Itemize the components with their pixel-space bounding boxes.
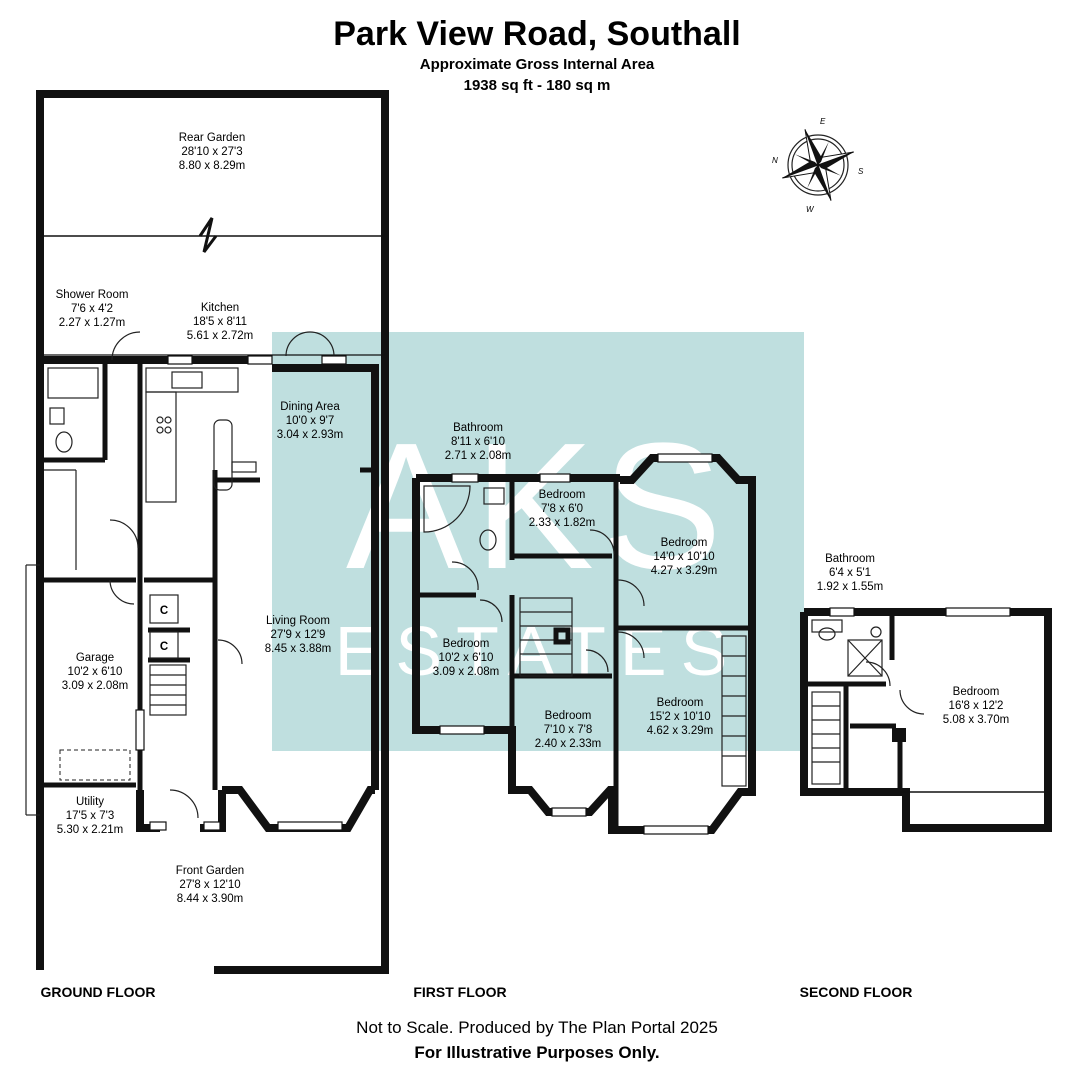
svg-text:8.44 x 3.90m: 8.44 x 3.90m xyxy=(177,893,243,905)
svg-text:6'4 x 5'1: 6'4 x 5'1 xyxy=(829,567,871,579)
compass-n: N xyxy=(772,156,778,165)
svg-text:18'5 x 8'11: 18'5 x 8'11 xyxy=(193,316,247,328)
floor-label-first: FIRST FLOOR xyxy=(413,984,506,1000)
svg-text:5.30 x 2.21m: 5.30 x 2.21m xyxy=(57,824,123,836)
svg-text:27'9 x 12'9: 27'9 x 12'9 xyxy=(271,629,326,641)
svg-text:2.71 x 2.08m: 2.71 x 2.08m xyxy=(445,450,511,462)
label-utility: Utility 17'5 x 7'3 5.30 x 2.21m xyxy=(57,796,123,836)
svg-text:Bedroom: Bedroom xyxy=(657,697,704,709)
ground-floor-plan xyxy=(25,90,389,974)
svg-text:1.92 x 1.55m: 1.92 x 1.55m xyxy=(817,581,883,593)
watermark-top: AKS xyxy=(346,406,730,607)
svg-text:Bedroom: Bedroom xyxy=(545,710,592,722)
compass-w: W xyxy=(806,205,815,214)
label-shower-room: Shower Room 7'6 x 4'2 2.27 x 1.27m xyxy=(56,289,129,329)
floor-label-second: SECOND FLOOR xyxy=(800,984,913,1000)
svg-text:8.80 x 8.29m: 8.80 x 8.29m xyxy=(179,160,245,172)
svg-text:5.08 x 3.70m: 5.08 x 3.70m xyxy=(943,714,1009,726)
label-bedroom-loft: Bedroom 16'8 x 12'2 5.08 x 3.70m xyxy=(943,686,1009,726)
cupboard-label-1: C xyxy=(160,605,168,617)
label-bedroom-front: Bedroom 15'2 x 10'10 4.62 x 3.29m xyxy=(647,697,713,737)
svg-text:Shower Room: Shower Room xyxy=(56,289,129,301)
svg-text:10'2 x 6'10: 10'2 x 6'10 xyxy=(439,652,494,664)
svg-text:3.04 x 2.93m: 3.04 x 2.93m xyxy=(277,429,343,441)
label-garage: Garage 10'2 x 6'10 3.09 x 2.08m xyxy=(62,652,128,692)
svg-text:4.62 x 3.29m: 4.62 x 3.29m xyxy=(647,725,713,737)
svg-text:7'8 x 6'0: 7'8 x 6'0 xyxy=(541,503,583,515)
svg-text:Bedroom: Bedroom xyxy=(443,638,490,650)
svg-text:8.45 x 3.88m: 8.45 x 3.88m xyxy=(265,643,331,655)
svg-text:3.09 x 2.08m: 3.09 x 2.08m xyxy=(433,666,499,678)
svg-text:Bathroom: Bathroom xyxy=(453,422,503,434)
cupboard-label-2: C xyxy=(160,641,168,653)
svg-text:10'0 x 9'7: 10'0 x 9'7 xyxy=(286,415,335,427)
compass-e: E xyxy=(820,117,826,126)
label-living-room: Living Room 27'9 x 12'9 8.45 x 3.88m xyxy=(265,615,331,655)
svg-text:3.09 x 2.08m: 3.09 x 2.08m xyxy=(62,680,128,692)
compass-icon: N E S W xyxy=(772,117,864,214)
watermark-panel xyxy=(272,332,804,751)
svg-text:8'11 x 6'10: 8'11 x 6'10 xyxy=(451,436,505,448)
label-front-garden: Front Garden 27'8 x 12'10 8.44 x 3.90m xyxy=(176,865,244,905)
svg-text:10'2 x 6'10: 10'2 x 6'10 xyxy=(68,666,123,678)
label-bedroom-left: Bedroom 10'2 x 6'10 3.09 x 2.08m xyxy=(433,638,499,678)
footer-illustrative: For Illustrative Purposes Only. xyxy=(414,1043,659,1062)
label-bathroom-second: Bathroom 6'4 x 5'1 1.92 x 1.55m xyxy=(817,553,883,593)
svg-text:14'0 x 10'10: 14'0 x 10'10 xyxy=(653,551,714,563)
svg-text:5.61 x 2.72m: 5.61 x 2.72m xyxy=(187,330,253,342)
svg-text:Front Garden: Front Garden xyxy=(176,865,244,877)
svg-text:Bedroom: Bedroom xyxy=(953,686,1000,698)
footer-disclaimer: Not to Scale. Produced by The Plan Porta… xyxy=(356,1018,718,1037)
svg-text:2.33 x 1.82m: 2.33 x 1.82m xyxy=(529,517,595,529)
label-bedroom-small: Bedroom 7'8 x 6'0 2.33 x 1.82m xyxy=(529,489,595,529)
svg-text:28'10 x 27'3: 28'10 x 27'3 xyxy=(181,146,242,158)
label-bathroom-first: Bathroom 8'11 x 6'10 2.71 x 2.08m xyxy=(445,422,511,462)
label-bedroom-rear: Bedroom 14'0 x 10'10 4.27 x 3.29m xyxy=(651,537,717,577)
svg-text:2.27 x 1.27m: 2.27 x 1.27m xyxy=(59,317,125,329)
svg-text:Rear Garden: Rear Garden xyxy=(179,132,245,144)
svg-text:17'5 x 7'3: 17'5 x 7'3 xyxy=(66,810,115,822)
label-dining-area: Dining Area 10'0 x 9'7 3.04 x 2.93m xyxy=(277,401,343,441)
first-floor-plan xyxy=(412,453,756,835)
svg-text:Kitchen: Kitchen xyxy=(201,302,239,314)
svg-text:Dining Area: Dining Area xyxy=(280,401,340,413)
svg-text:7'6 x 4'2: 7'6 x 4'2 xyxy=(71,303,113,315)
label-kitchen: Kitchen 18'5 x 8'11 5.61 x 2.72m xyxy=(187,302,253,342)
area-total: 1938 sq ft - 180 sq m xyxy=(464,77,611,94)
svg-text:4.27 x 3.29m: 4.27 x 3.29m xyxy=(651,565,717,577)
svg-text:Bedroom: Bedroom xyxy=(539,489,586,501)
svg-text:Garage: Garage xyxy=(76,652,114,664)
svg-text:Utility: Utility xyxy=(76,796,104,808)
page-title: Park View Road, Southall xyxy=(333,15,741,53)
svg-text:Bedroom: Bedroom xyxy=(661,537,708,549)
svg-text:16'8 x 12'2: 16'8 x 12'2 xyxy=(949,700,1004,712)
label-bedroom-mid: Bedroom 7'10 x 7'8 2.40 x 2.33m xyxy=(535,710,601,750)
svg-text:15'2 x 10'10: 15'2 x 10'10 xyxy=(649,711,710,723)
svg-text:2.40 x 2.33m: 2.40 x 2.33m xyxy=(535,738,601,750)
compass-s: S xyxy=(858,167,864,176)
area-subtitle: Approximate Gross Internal Area xyxy=(420,56,655,73)
floor-label-ground: GROUND FLOOR xyxy=(40,984,155,1000)
svg-text:7'10 x 7'8: 7'10 x 7'8 xyxy=(544,724,593,736)
label-rear-garden: Rear Garden 28'10 x 27'3 8.80 x 8.29m xyxy=(179,132,245,172)
second-floor-plan xyxy=(800,607,1052,832)
svg-text:Bathroom: Bathroom xyxy=(825,553,875,565)
svg-text:Living Room: Living Room xyxy=(266,615,330,627)
svg-text:27'8 x 12'10: 27'8 x 12'10 xyxy=(179,879,240,891)
